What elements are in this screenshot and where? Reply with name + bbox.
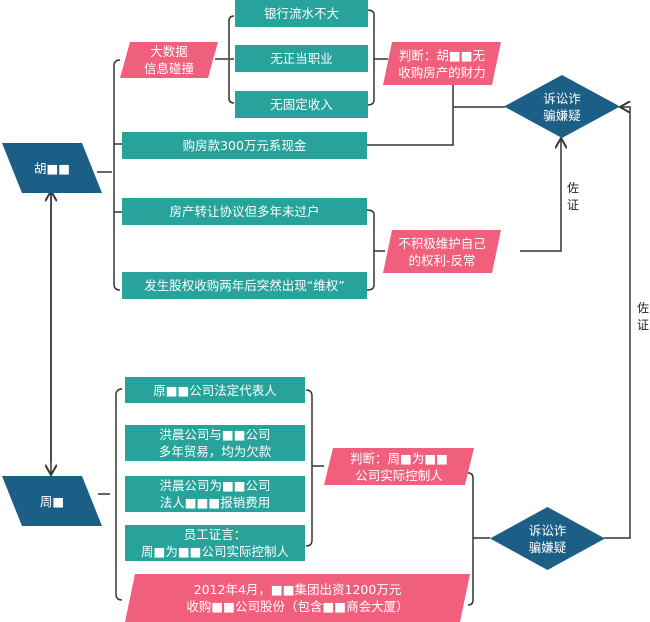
conclusion-top-label: 诉讼诈 骗嫌疑 (543, 90, 581, 123)
parallelogram-shape (120, 42, 218, 78)
big-data-node: 大数据 信息碰撞 (120, 42, 218, 78)
person-hu-node: 胡■■ (2, 143, 102, 193)
fact-no-job: 无正当职业 (235, 45, 368, 72)
parallelogram-shape (383, 42, 501, 85)
fact-no-income: 无固定收入 (235, 91, 368, 118)
zhou-fact-testimony: 员工证言： 周■为■■公司实际控制人 (125, 525, 305, 561)
support-label-2: 佐证 (636, 301, 649, 332)
judgement-hu-label: 判断：胡■■无 收购房产的财力 (398, 47, 486, 80)
fact-rights: 发生股权收购两年后突然出现“维权” (122, 272, 367, 299)
conclusion-diamond-top: 诉讼诈 骗嫌疑 (504, 75, 620, 138)
abnormal-node: 不积极维护自己 的权利-反常 (383, 230, 501, 273)
conclusion-diamond-bottom: 诉讼诈 骗嫌疑 (490, 507, 605, 570)
zhou-fact-legal-rep: 原■■公司法定代表人 (125, 377, 305, 403)
judgement-hu-node: 判断：胡■■无 收购房产的财力 (383, 42, 501, 85)
zhou-fact-expenses: 洪晨公司为■■公司 法人■■■报销费用 (125, 476, 305, 512)
person-zhou-node: 周■ (2, 476, 102, 526)
support-label-1: 佐证 (566, 181, 579, 212)
abnormal-label: 不积极维护自己 的权利-反常 (398, 235, 486, 268)
judgement-zhou-node: 判断：周■为■■ 公司实际控制人 (324, 448, 474, 485)
diamond-shape (490, 507, 605, 570)
fact-bank-flow: 银行流水不大 (235, 0, 368, 27)
parallelogram-shape (125, 574, 470, 622)
parallelogram-shape (383, 230, 501, 273)
parallelogram-shape (2, 143, 102, 193)
big-data-label: 大数据 信息碰撞 (143, 44, 194, 76)
diamond-shape (504, 75, 620, 138)
investment-node: 2012年4月，■■集团出资1200万元 收购■■公司股份（包含■■商会大厦） (125, 574, 470, 622)
conclusion-bottom-label: 诉讼诈 骗嫌疑 (528, 522, 567, 555)
parallelogram-shape (324, 448, 474, 485)
investment-label: 2012年4月，■■集团出资1200万元 收购■■公司股份（包含■■商会大厦） (186, 582, 409, 614)
fact-transfer: 房产转让协议但多年未过户 (122, 198, 367, 225)
parallelogram-shape (2, 476, 102, 526)
person-zhou-label: 周■ (39, 493, 65, 509)
person-hu-label: 胡■■ (33, 160, 71, 176)
judgement-zhou-label: 判断：周■为■■ 公司实际控制人 (350, 450, 448, 483)
zhou-fact-trade: 洪晨公司与■■公司 多年贸易，均为欠款 (125, 425, 305, 461)
fact-cash: 购房款300万元系现金 (122, 132, 367, 159)
